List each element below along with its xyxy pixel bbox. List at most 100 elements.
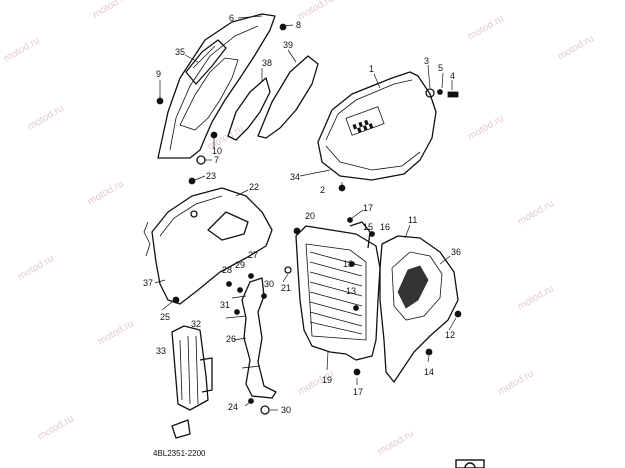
part-28-bolt (226, 281, 232, 287)
part-32-plate (171, 325, 209, 411)
callout-23: 23 (206, 171, 216, 181)
part-25-bolt (172, 296, 180, 304)
callout-32: 32 (191, 319, 201, 329)
callout-10: 10 (212, 146, 222, 156)
part-10-grommet (210, 131, 218, 139)
part-35-decal (185, 39, 227, 85)
part-22-cover (151, 187, 273, 305)
callout-26: 26 (226, 334, 236, 344)
part-18-bolt (349, 261, 355, 267)
watermark: motod.ru (16, 253, 56, 282)
watermark: motod.ru (556, 33, 596, 62)
callout-17-upper: 17 (363, 203, 373, 213)
part-1-logo-area (345, 106, 385, 136)
part-9-bolt (156, 97, 164, 105)
part-1-side-cover (317, 71, 437, 181)
part-26-bracket (241, 277, 277, 399)
watermark: motod.ru (26, 103, 66, 132)
callout-36: 36 (451, 247, 461, 257)
callout-19: 19 (322, 375, 332, 385)
callout-4: 4 (450, 71, 455, 81)
callout-27: 27 (248, 250, 258, 260)
part-37-edge (143, 221, 151, 257)
callout-5: 5 (438, 63, 443, 73)
part-22-inner-rim (159, 195, 223, 237)
callout-14: 14 (424, 367, 434, 377)
callout-30-upper: 30 (264, 279, 274, 289)
watermark: motod.ru (516, 198, 556, 227)
watermark: motod.ru (96, 318, 136, 347)
callout-20: 20 (305, 211, 315, 221)
part-33-plate-ribs (179, 335, 199, 405)
part-36-decal-outline (391, 251, 443, 321)
part-36-decal-mark (397, 265, 429, 309)
part-39-panel (257, 55, 319, 139)
callout-28: 28 (222, 265, 232, 275)
callout-1: 1 (369, 64, 374, 74)
callout-16: 16 (380, 222, 390, 232)
part-1-inner-rim (325, 79, 413, 141)
part-19-inner-frame (305, 243, 367, 341)
callout-13: 13 (346, 286, 356, 296)
callout-24: 24 (228, 402, 238, 412)
callout-22: 22 (249, 182, 259, 192)
callout-34: 34 (290, 172, 300, 182)
part-23-bolt (188, 177, 196, 185)
part-35-decal-line (192, 45, 216, 69)
part-13-bolt (353, 305, 359, 311)
callout-17-lower: 17 (353, 387, 363, 397)
callout-35: 35 (175, 47, 185, 57)
callout-12: 12 (445, 330, 455, 340)
callout-9: 9 (156, 69, 161, 79)
side-panel-right-assembly (379, 235, 462, 383)
callout-6: 6 (229, 13, 234, 23)
part-17-upper-bolt (347, 217, 353, 223)
part-22-grommet (190, 210, 198, 218)
callout-2: 2 (320, 185, 325, 195)
part-5-washer (437, 89, 443, 95)
callout-31: 31 (220, 300, 230, 310)
part-19-shroud-frame (295, 225, 381, 361)
part-31-bolt (234, 309, 240, 315)
part-26-bracket-arm (225, 295, 261, 369)
watermark: motod.ru (91, 0, 131, 21)
watermark: motod.ru (496, 368, 536, 397)
leader-lines (154, 15, 457, 411)
part-8-bolt (279, 23, 287, 31)
part-4-bolt (447, 91, 459, 98)
part-3-collar (425, 88, 435, 98)
part-29-bolt (237, 287, 243, 293)
part-15-side-strip (349, 221, 371, 249)
corner-badge-icon (455, 459, 485, 468)
part-7-grommet (196, 155, 206, 165)
side-cover-left-assembly (156, 13, 319, 165)
watermark: motod.ru (36, 413, 76, 442)
part-30-bolt (261, 293, 267, 299)
callout-33: 33 (156, 346, 166, 356)
part-22-window (207, 211, 249, 241)
callout-21: 21 (281, 283, 291, 293)
callout-25: 25 (160, 312, 170, 322)
side-cover-lower-left-assembly (143, 177, 273, 305)
part-14-bolt (425, 348, 433, 356)
part-12-bolt (454, 310, 462, 318)
part-6-inner-edge (169, 25, 259, 151)
callout-37: 37 (143, 278, 153, 288)
part-17-lower-bolt (353, 368, 361, 376)
callout-15: 15 (363, 222, 373, 232)
watermark: motod.ru (86, 178, 126, 207)
part-27-bolt (248, 273, 254, 279)
part-20-bolt (293, 227, 301, 235)
watermark: motod.ru (516, 283, 556, 312)
part-21-grommet (284, 266, 292, 274)
part-1-lower-rim (325, 145, 421, 171)
watermark: motod.ru (376, 428, 416, 457)
part-32-clip (199, 357, 213, 393)
callout-29: 29 (235, 260, 245, 270)
part-11-side-panel (379, 235, 459, 383)
watermark: motod.ru (466, 13, 506, 42)
callout-18: 18 (343, 259, 353, 269)
part-38-panel (227, 77, 271, 141)
side-cover-right-assembly: ▚▚▚ (317, 71, 459, 192)
